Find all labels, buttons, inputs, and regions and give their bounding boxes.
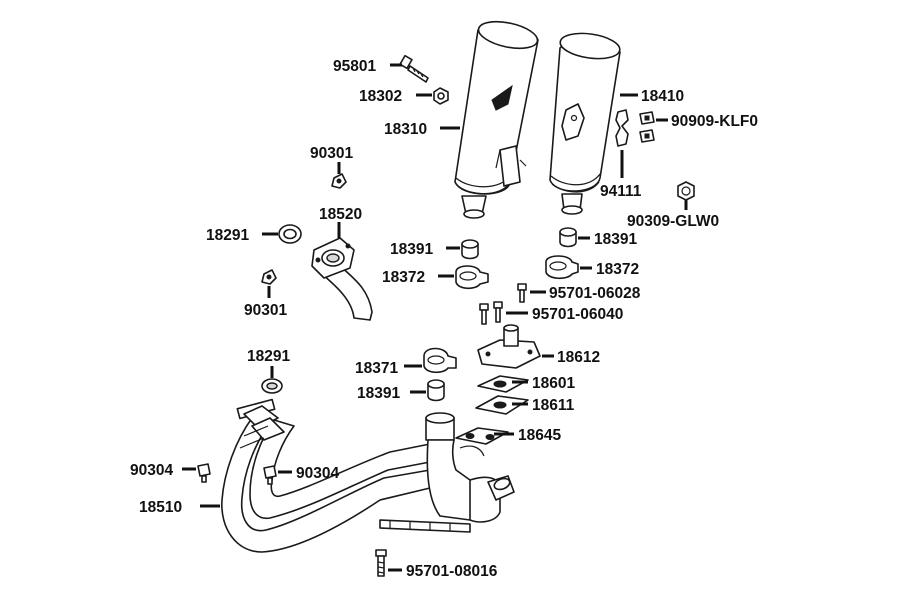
gasket-18391-left — [461, 239, 479, 260]
clamp-18371 — [423, 347, 457, 374]
label-18612: 18612 — [557, 349, 600, 366]
label-18372-right: 18372 — [596, 261, 639, 278]
label-18371: 18371 — [355, 360, 398, 377]
label-18291-top: 18291 — [206, 227, 249, 244]
bolts-95701-06040 — [479, 301, 503, 325]
nut-18302 — [433, 87, 449, 105]
label-90301-bottom: 90301 — [244, 302, 287, 319]
label-18520: 18520 — [319, 206, 362, 223]
label-18510: 18510 — [139, 499, 182, 516]
label-18302: 18302 — [359, 88, 402, 105]
label-95701-08016: 95701-08016 — [406, 563, 498, 580]
bolt-95701-06028 — [517, 283, 527, 303]
bolt-95701-08016 — [375, 549, 387, 577]
label-90304-left: 90304 — [130, 462, 173, 479]
label-95701-06040: 95701-06040 — [532, 306, 623, 323]
label-90301-top: 90301 — [310, 145, 353, 162]
gasket-18391-right — [559, 227, 577, 248]
label-90909-klf0: 90909-KLF0 — [671, 113, 758, 130]
pipe-18520 — [311, 237, 373, 321]
label-18372-left: 18372 — [382, 269, 425, 286]
gasket-18391-bottom — [427, 379, 445, 402]
left-muffler-18310 — [454, 20, 539, 219]
label-18391-left: 18391 — [390, 241, 433, 258]
gasket-18291-bottom — [261, 378, 283, 394]
plate-18601 — [477, 375, 529, 393]
nut-90309 — [677, 181, 695, 201]
label-18645: 18645 — [518, 427, 561, 444]
label-18391-right: 18391 — [594, 231, 637, 248]
plate-18611 — [475, 395, 529, 415]
label-18391-bottom: 18391 — [357, 385, 400, 402]
bolt-90304-left — [197, 463, 211, 483]
nuts-90909 — [639, 111, 655, 143]
bracket-94111 — [615, 109, 629, 147]
clamp-18372-left — [455, 265, 489, 290]
header-pipe-18510 — [221, 398, 515, 553]
label-18410: 18410 — [641, 88, 684, 105]
bolt-90301-top — [331, 173, 347, 189]
label-18601: 18601 — [532, 375, 575, 392]
bolt-95801 — [399, 54, 429, 83]
label-90304-right: 90304 — [296, 465, 339, 482]
label-18611: 18611 — [532, 397, 575, 414]
bolt-90304-right — [263, 465, 277, 485]
bolt-90301-bottom — [261, 269, 277, 285]
gasket-18645 — [455, 427, 509, 445]
right-muffler-18410 — [549, 32, 621, 215]
gasket-18291-top — [278, 224, 302, 244]
label-90309-glw0: 90309-GLW0 — [627, 213, 719, 230]
label-95701-06028: 95701-06028 — [549, 285, 641, 302]
flange-18612 — [477, 324, 541, 369]
clamp-18372-right — [545, 255, 579, 280]
label-94111: 94111 — [600, 183, 642, 200]
label-95801: 95801 — [333, 58, 376, 75]
label-18291-bottom: 18291 — [247, 348, 290, 365]
label-18310: 18310 — [384, 121, 427, 138]
